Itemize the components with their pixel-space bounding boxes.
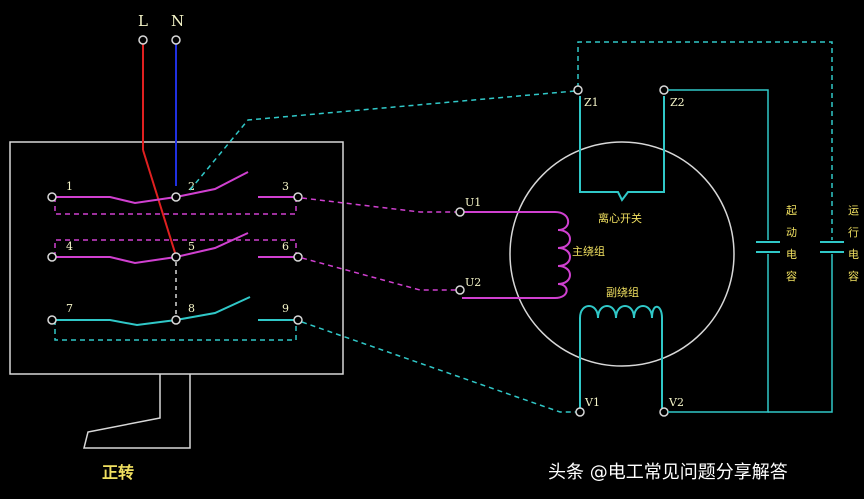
start-cap-char-4: 容 <box>786 269 797 283</box>
terminal-z1 <box>573 85 583 95</box>
jumper-7-9 <box>54 320 297 341</box>
terminal-6 <box>293 252 303 262</box>
start-cap-char-3: 电 <box>786 248 797 261</box>
terminal-u1 <box>455 207 465 217</box>
switch-caption: 正转 <box>102 463 134 482</box>
label-v2: V2 <box>668 396 684 409</box>
label-centrifugal-switch: 离心开关 <box>598 211 642 225</box>
jumper-1-6 <box>54 197 297 215</box>
switch-handle <box>83 374 191 449</box>
label-aux-winding: 副绕组 <box>606 285 639 299</box>
label-terminal-1: 1 <box>66 180 73 193</box>
label-terminal-6: 6 <box>282 240 289 253</box>
contact-row2 <box>55 232 249 265</box>
motor-outline <box>509 141 735 367</box>
wire-z1-to-run-cap <box>577 41 833 240</box>
label-l: L <box>138 12 148 30</box>
wire-3-to-u1 <box>301 197 458 213</box>
terminal-1 <box>47 192 57 202</box>
label-u2: U2 <box>465 276 481 289</box>
wire-6-to-u2 <box>301 257 458 291</box>
run-cap-char-1: 运 <box>848 204 859 217</box>
label-terminal-5: 5 <box>188 240 195 253</box>
wire-2-to-z1 <box>189 90 576 191</box>
centrifugal-switch <box>579 96 665 202</box>
terminal-4 <box>47 252 57 262</box>
label-z2: Z2 <box>670 96 685 109</box>
terminal-2 <box>171 192 181 202</box>
contact-row1 <box>55 171 249 205</box>
terminal-8 <box>171 315 181 325</box>
terminal-n <box>171 35 181 45</box>
start-cap-char-2: 动 <box>786 226 797 239</box>
terminal-z2 <box>659 85 669 95</box>
terminal-9 <box>293 315 303 325</box>
jumper-3-4 <box>54 239 297 257</box>
label-v1: V1 <box>584 396 600 409</box>
label-terminal-9: 9 <box>282 302 289 315</box>
label-terminal-8: 8 <box>188 302 195 315</box>
start-cap-char-1: 起 <box>786 204 797 217</box>
terminal-v2 <box>659 407 669 417</box>
label-z1: Z1 <box>584 96 599 109</box>
label-u1: U1 <box>465 196 481 209</box>
run-cap-char-2: 行 <box>848 226 859 239</box>
watermark: 头条 @电工常见问题分享解答 <box>548 462 788 483</box>
start-cap-top-wire <box>668 89 769 240</box>
run-cap-char-4: 容 <box>848 269 859 283</box>
terminal-v1 <box>575 407 585 417</box>
run-cap-bottom-wire <box>768 254 833 413</box>
line-wire-diagonal <box>142 149 177 257</box>
terminal-3 <box>293 192 303 202</box>
label-terminal-2: 2 <box>188 180 195 193</box>
terminal-l <box>138 35 148 45</box>
terminal-7 <box>47 315 57 325</box>
label-terminal-7: 7 <box>66 302 73 315</box>
main-winding-coil <box>462 211 571 299</box>
label-main-winding: 主绕组 <box>572 244 605 258</box>
contact-row3 <box>55 296 251 327</box>
label-terminal-4: 4 <box>66 240 73 253</box>
aux-winding-coil <box>579 305 663 408</box>
terminal-5 <box>171 252 181 262</box>
wire-9-to-v1 <box>301 321 576 413</box>
switch-terminals <box>47 192 303 325</box>
run-cap-char-3: 电 <box>848 248 859 261</box>
label-n: N <box>171 12 184 30</box>
start-cap-bottom-wire <box>668 254 769 413</box>
label-terminal-3: 3 <box>282 180 289 193</box>
terminal-u2 <box>455 285 465 295</box>
